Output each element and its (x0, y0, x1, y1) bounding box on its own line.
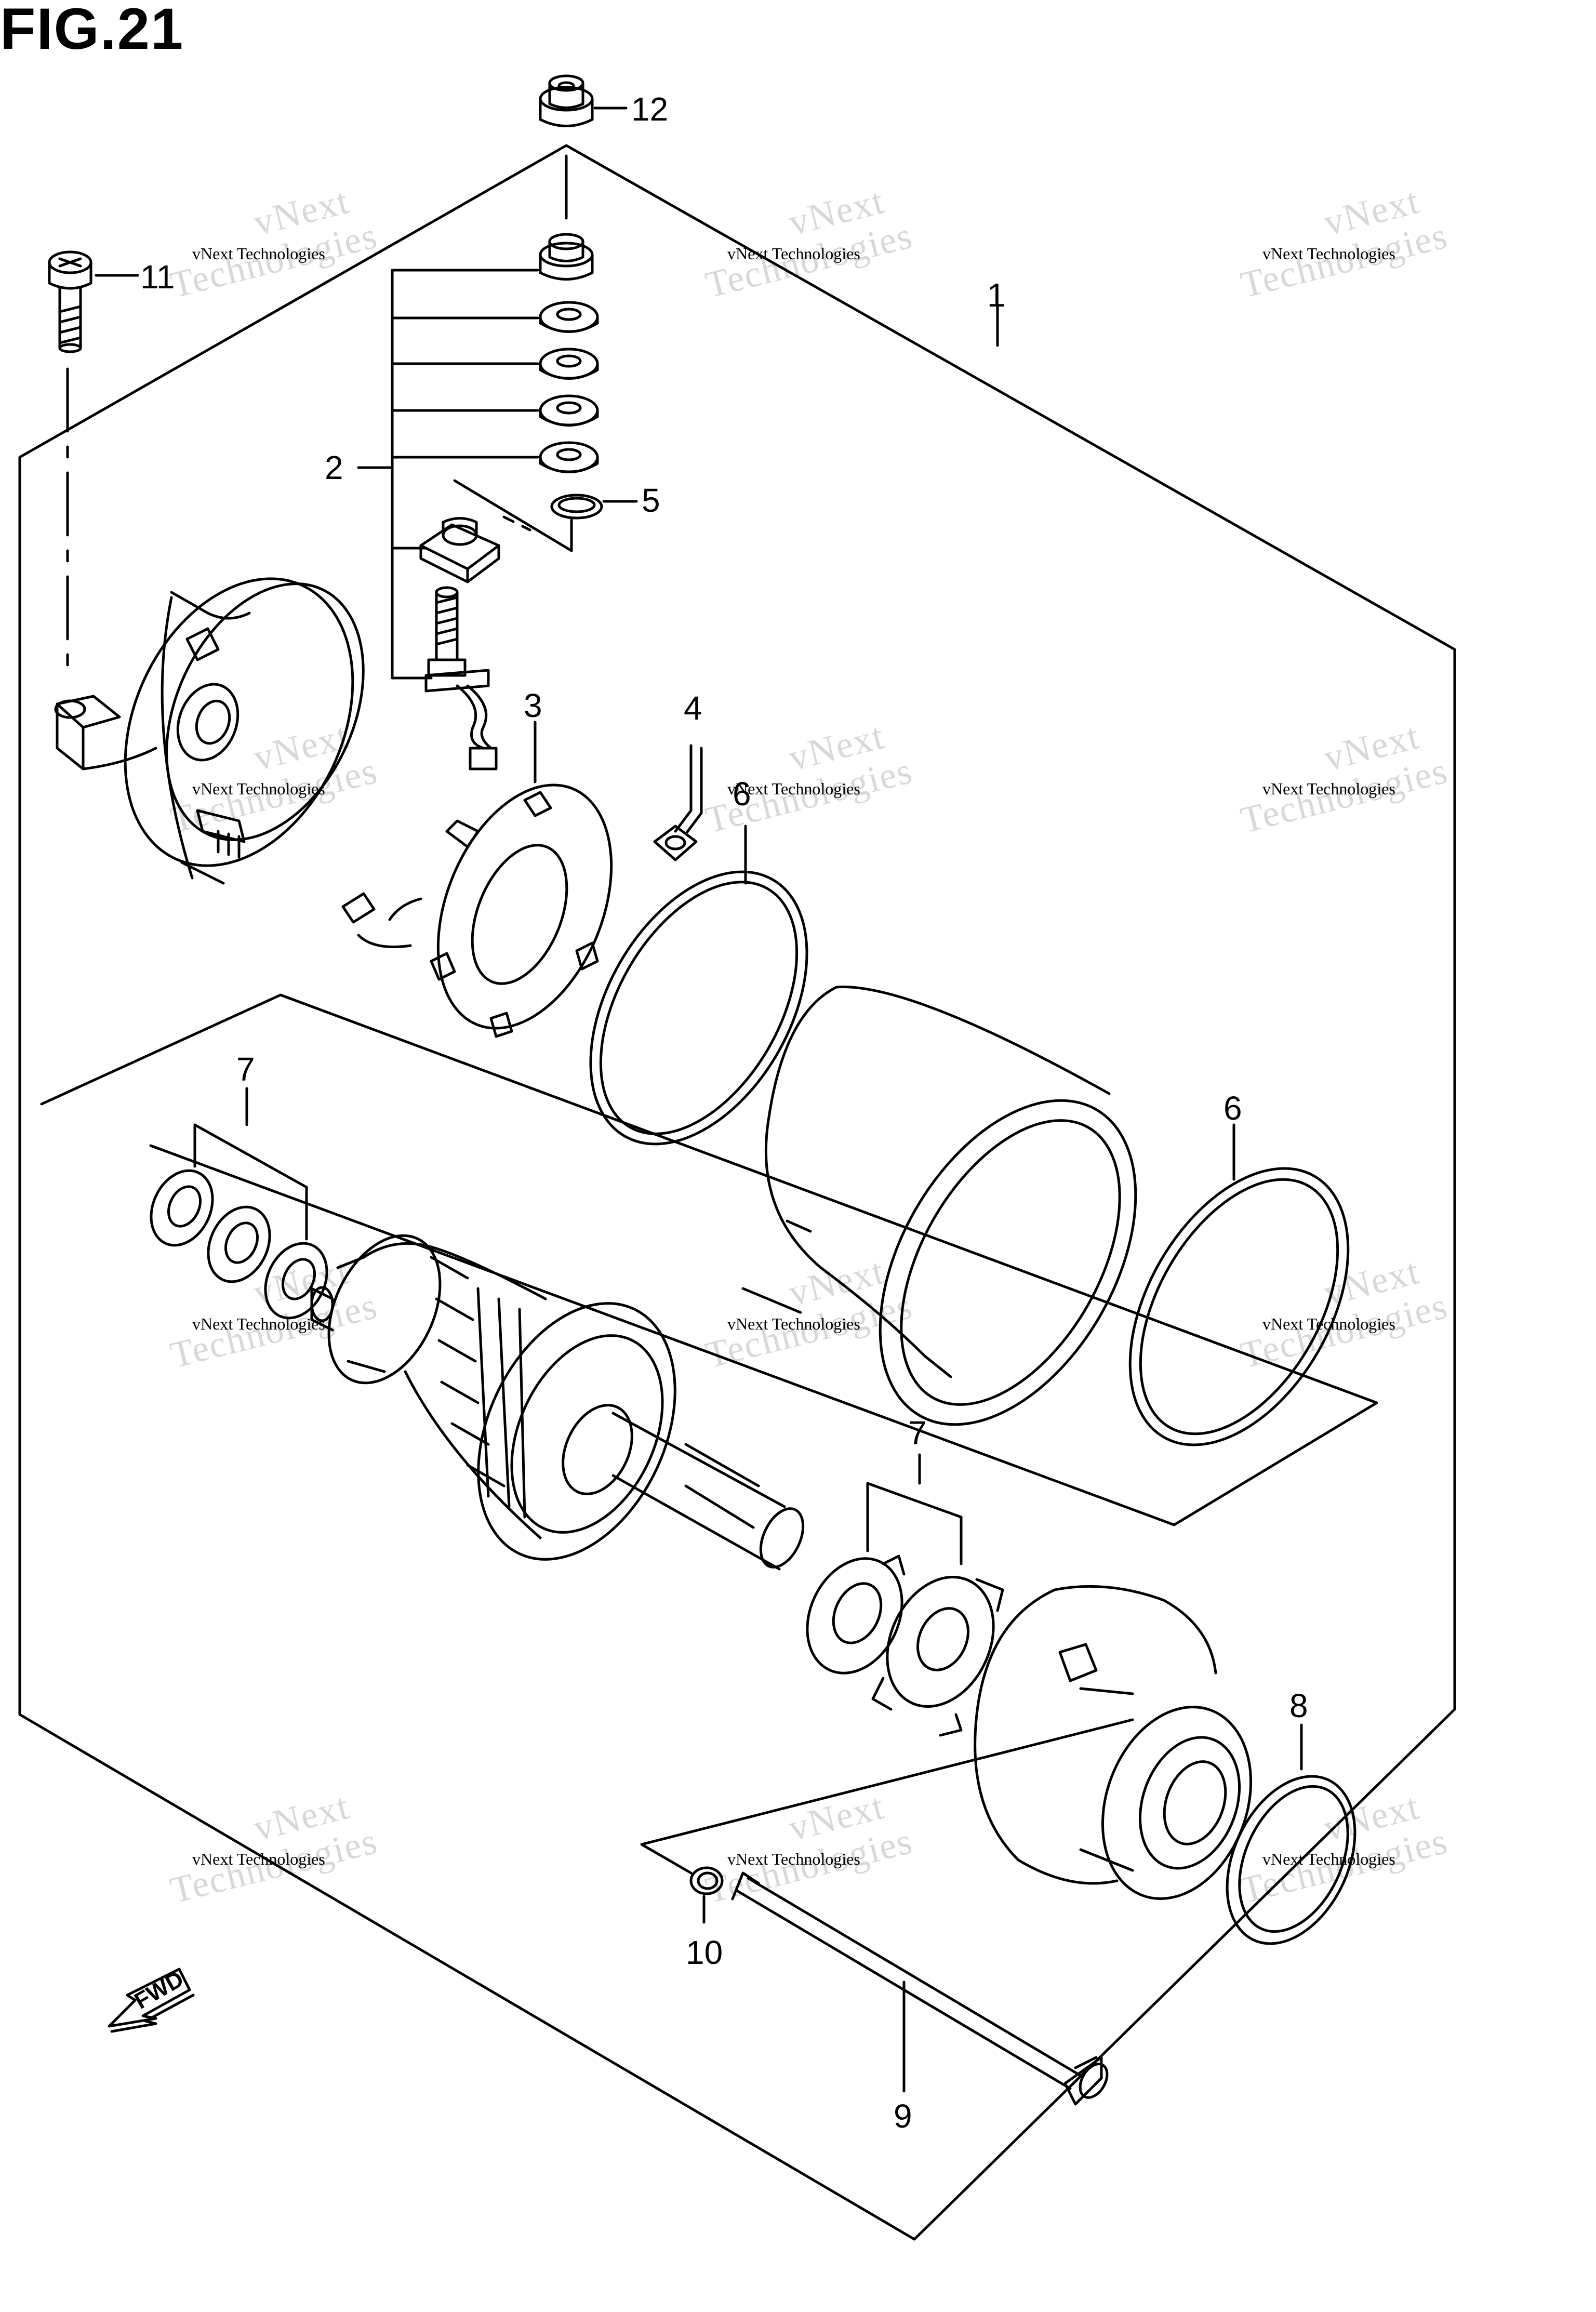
watermark-text: vNext Technologies (1262, 1850, 1395, 1868)
watermark-text: vNext Technologies (727, 1314, 860, 1333)
watermark-text: vNext Technologies (192, 1314, 325, 1333)
washer-7 (207, 1205, 271, 1283)
callout-bracket-2 (357, 269, 539, 680)
callout-12: 12 (631, 90, 668, 128)
watermark-text: vNext Technologies (192, 779, 325, 798)
front-housing (974, 1585, 1253, 1900)
rear-end-cover (54, 577, 365, 885)
flange-nut-12 (539, 74, 594, 127)
assembly-outline (18, 144, 1456, 2241)
washer-7 (806, 1557, 903, 1675)
washer (539, 301, 599, 333)
watermark-text: vNext Technologies (1262, 244, 1395, 263)
o-ring-5 (550, 494, 603, 520)
watermark-text: vNext Technologies (192, 244, 325, 263)
brush-holder-plate-3 (341, 783, 613, 1038)
washer-7 (264, 1242, 328, 1320)
watermark-text: vNext Technologies (727, 779, 860, 798)
figure-title: FIG.21 (0, 0, 184, 61)
o-ring-8 (1226, 1775, 1356, 1945)
bolt-11 (48, 250, 92, 353)
callout-9: 9 (894, 2097, 912, 2135)
insulator-bushing (419, 517, 500, 583)
watermark-text: vNext Technologies (1262, 779, 1395, 798)
yoke-housing (764, 986, 1137, 1426)
fwd-arrow-icon (108, 1968, 195, 2033)
lock-plate-7 (871, 1554, 1004, 1737)
callout-10: 10 (686, 1934, 723, 1971)
callout-4: 4 (684, 689, 702, 727)
armature-group-outline (40, 993, 1378, 1526)
leader-line (453, 479, 573, 552)
washer (539, 394, 599, 427)
through-bolt-9 (731, 1871, 1109, 2106)
washer (539, 441, 599, 473)
callout-bracket-7b (866, 1453, 963, 1565)
callout-bracket-7a (193, 1087, 308, 1241)
callout-6a: 6 (733, 775, 751, 813)
watermark-text: vNext Technologies (727, 1850, 860, 1868)
callout-5: 5 (642, 482, 660, 519)
watermark-text: vNext Technologies (192, 1850, 325, 1868)
o-ring-10 (689, 1866, 724, 1895)
callout-2: 2 (325, 449, 343, 486)
armature (310, 1234, 805, 1571)
washer-7 (150, 1169, 214, 1247)
watermark-text: vNext Technologies (727, 244, 860, 263)
o-ring-6-lower (1128, 1167, 1350, 1446)
callout-11: 11 (140, 258, 175, 296)
center-lines (66, 154, 807, 1316)
terminal-nut (539, 233, 594, 281)
leader-line (640, 1718, 1134, 1875)
callout-6b: 6 (1223, 1089, 1242, 1127)
brush-lead-4 (653, 744, 703, 861)
o-ring-6-upper (589, 870, 808, 1146)
callout-7b: 7 (908, 1414, 927, 1452)
callout-8: 8 (1289, 1687, 1308, 1724)
callout-1: 1 (987, 276, 1006, 314)
terminal-bolt (424, 586, 498, 770)
callout-3: 3 (524, 687, 542, 724)
washer (539, 348, 599, 380)
callout-7a: 7 (236, 1051, 255, 1088)
